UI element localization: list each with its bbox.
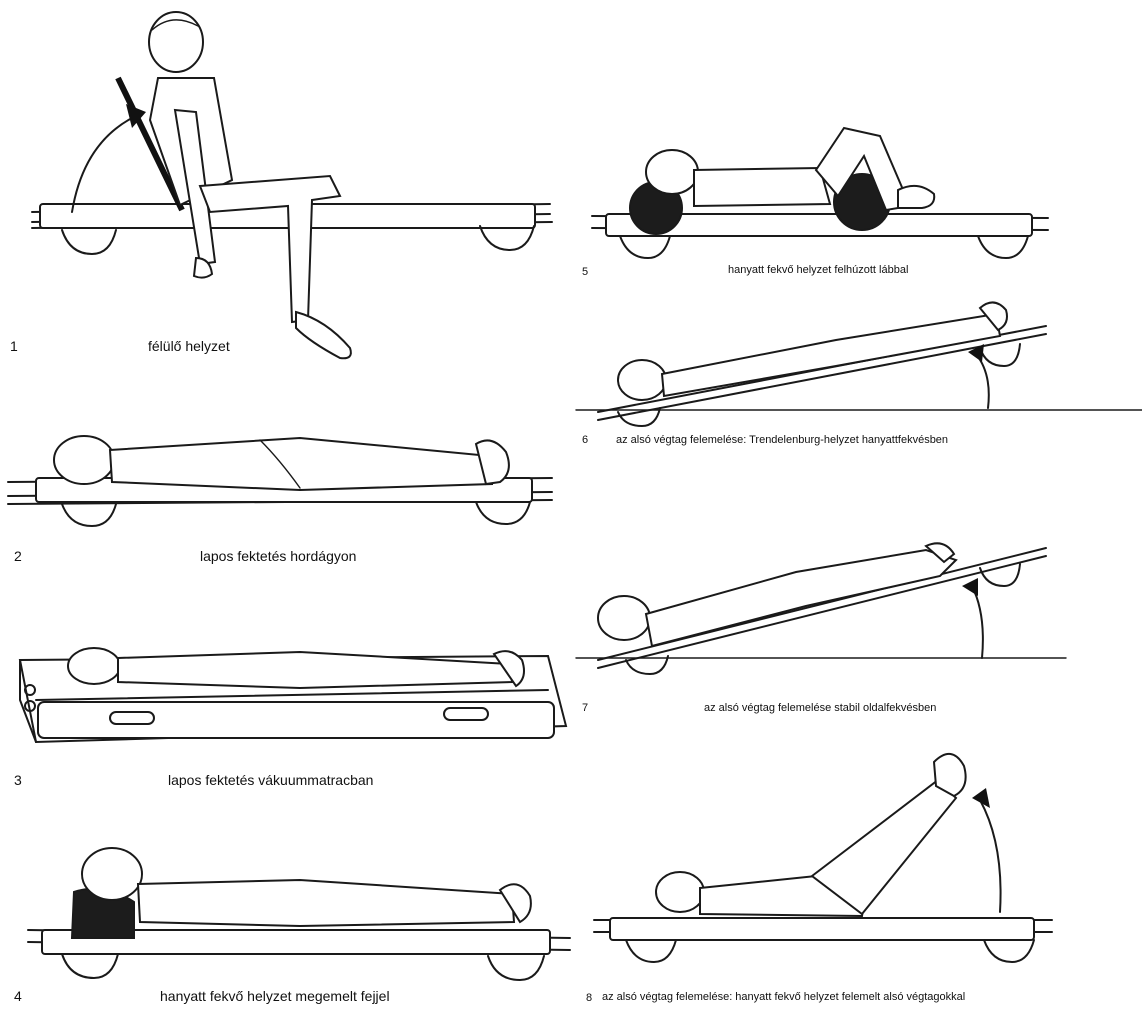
figure-5-number: 5 (582, 266, 588, 278)
figure-8-illustration (576, 744, 1142, 1009)
figure-3-number: 3 (14, 772, 22, 788)
figure-8-caption: az alsó végtag felemelése: hanyatt fekvő… (602, 991, 965, 1003)
figure-5-illustration (580, 110, 1140, 290)
figure-6-caption: az alsó végtag felemelése: Trendelenburg… (616, 434, 948, 446)
figure-3: 3 lapos fektetés vákuummatracban (0, 630, 570, 800)
figure-8: 8 az alsó végtag felemelése: hanyatt fek… (576, 744, 1142, 1009)
figure-1: 1 félülő helyzet (0, 0, 570, 370)
figure-3-caption: lapos fektetés vákuummatracban (168, 772, 373, 788)
figure-4-caption: hanyatt fekvő helyzet megemelt fejjel (160, 988, 390, 1004)
figure-7-number: 7 (582, 702, 588, 714)
figure-2: 2 lapos fektetés hordágyon (0, 420, 570, 570)
figure-1-caption: félülő helyzet (148, 338, 230, 354)
figure-5-caption: hanyatt fekvő helyzet felhúzott lábbal (728, 264, 908, 276)
figure-6-number: 6 (582, 434, 588, 446)
figure-8-number: 8 (586, 992, 592, 1004)
figure-4-illustration (0, 830, 580, 1009)
figure-7-caption: az alsó végtag felemelése stabil oldalfe… (704, 702, 936, 714)
figure-4-number: 4 (14, 988, 22, 1004)
figure-4: 4 hanyatt fekvő helyzet megemelt fejjel (0, 830, 580, 1009)
figure-7: 7 az alsó végtag felemelése stabil oldal… (576, 536, 1142, 726)
figure-6: 6 az alsó végtag felemelése: Trendelenbu… (576, 292, 1142, 462)
figure-5: 5 hanyatt fekvő helyzet felhúzott lábbal (580, 110, 1140, 290)
figure-7-illustration (576, 536, 1142, 726)
figure-1-illustration (0, 0, 570, 370)
figure-2-caption: lapos fektetés hordágyon (200, 548, 356, 564)
figure-1-number: 1 (10, 338, 18, 354)
figure-2-number: 2 (14, 548, 22, 564)
